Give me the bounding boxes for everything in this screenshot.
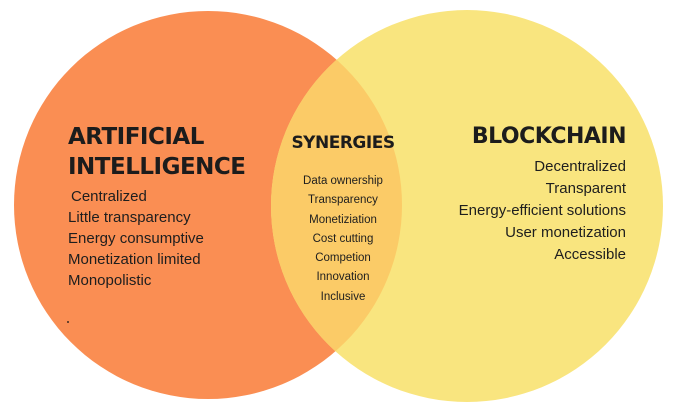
list-item: Little transparency — [68, 209, 191, 226]
stray-dot — [67, 321, 69, 323]
blockchain-attributes-list: Decentralized Transparent Energy-efficie… — [459, 156, 626, 266]
list-item: Energy consumptive — [68, 230, 204, 247]
list-item: Monetization limited — [68, 251, 201, 268]
list-item: Energy-efficient solutions — [458, 202, 626, 219]
synergies-overlap — [271, 11, 402, 399]
list-item: Transparency — [308, 194, 378, 207]
list-item: Monetiziation — [309, 213, 377, 226]
list-item: Centralized — [71, 188, 147, 205]
list-item: Cost cutting — [312, 232, 374, 245]
blockchain-title: BLOCKCHAIN — [471, 124, 627, 149]
list-item: User monetization — [505, 224, 626, 241]
ai-title-line1: ARTIFICIAL — [68, 124, 204, 150]
ai-title: ARTIFICIAL INTELLIGENCE — [68, 122, 298, 182]
list-item: Innovation — [316, 271, 370, 284]
ai-attributes-list: Centralized Little transparency Energy c… — [68, 186, 204, 291]
list-item: Monopolistic — [68, 272, 152, 289]
list-item: Transparent — [545, 180, 626, 197]
synergies-list: Data ownership Transparency Monetiziatio… — [272, 172, 414, 307]
synergies-title: SYNERGIES — [291, 133, 395, 153]
list-item: Inclusive — [320, 290, 366, 303]
list-item: Decentralized — [534, 158, 626, 175]
list-item: Data ownership — [303, 175, 383, 187]
list-item: Accessible — [554, 246, 626, 263]
ai-title-line2: INTELLIGENCE — [68, 154, 246, 180]
list-item: Competion — [315, 252, 371, 265]
